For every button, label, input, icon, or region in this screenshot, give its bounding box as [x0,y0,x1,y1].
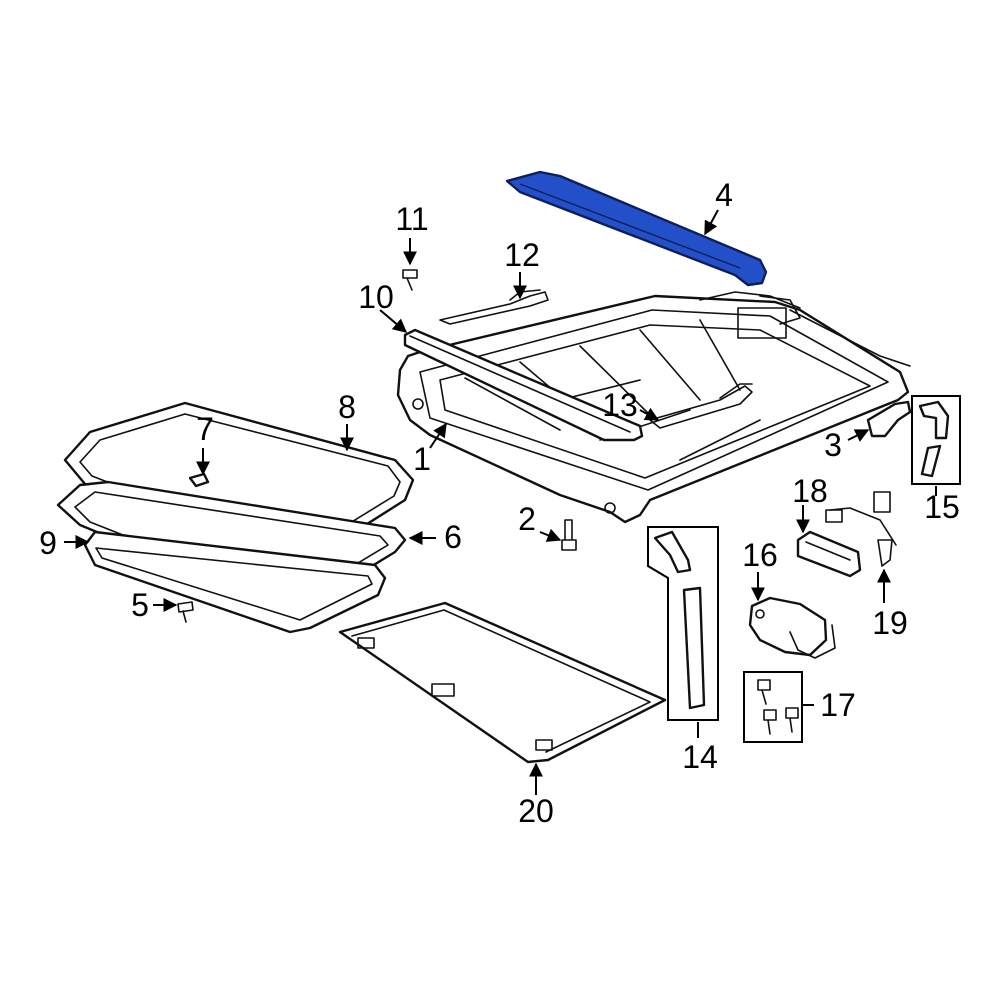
part-14-box [647,526,719,721]
callout-20: 20 [518,793,554,829]
callout-4: 4 [715,177,733,213]
part-4-deflector[interactable] [505,170,768,287]
part-16-motor[interactable] [748,596,836,659]
part-17-box [743,671,803,743]
callout-5: 5 [131,587,149,623]
part-11-screw[interactable] [402,269,418,291]
callout-12: 12 [504,237,540,273]
part-3-hose-fitting[interactable] [866,400,912,438]
part-12-cable-bracket[interactable] [439,289,549,325]
part-15-box [911,395,961,485]
part-13-cable-bracket[interactable] [649,383,753,429]
callout-17: 17 [820,687,856,723]
part-10-rail[interactable] [403,328,644,442]
callout-9: 9 [39,525,57,561]
callout-18: 18 [792,473,828,509]
leader-4 [704,209,719,236]
part-18-switch[interactable] [796,530,862,578]
leader-1 [429,422,447,449]
callout-13: 13 [602,387,638,423]
callout-15: 15 [924,489,960,525]
part-2-screw[interactable] [561,519,577,551]
leader-lines [64,209,937,795]
part-17-screws[interactable] [757,679,799,735]
part-20-sunshade[interactable] [338,601,667,764]
part-15-hose[interactable] [918,400,950,478]
callout-7: 7 [196,411,214,447]
callout-labels: 1 2 3 4 5 6 7 8 9 10 11 12 13 14 15 16 1… [39,177,960,829]
leader-3 [847,429,870,442]
callout-10: 10 [358,279,394,315]
callout-11: 11 [395,201,428,237]
part-1-sunroof-frame[interactable] [396,291,911,524]
callout-6: 6 [444,519,462,555]
callout-19: 19 [872,605,908,641]
part-9-seal[interactable] [83,530,387,634]
part-5-screw[interactable] [177,601,194,623]
part-14-seal-strip[interactable] [653,530,706,710]
callout-3: 3 [824,427,842,463]
callout-2: 2 [518,501,536,537]
callout-16: 16 [742,537,778,573]
leader-10 [379,309,408,333]
part-19-harness[interactable] [825,491,897,567]
callout-8: 8 [338,389,356,425]
leader-13 [639,407,660,421]
callout-14: 14 [682,739,718,775]
callout-1: 1 [413,441,431,477]
leader-2 [539,528,562,542]
